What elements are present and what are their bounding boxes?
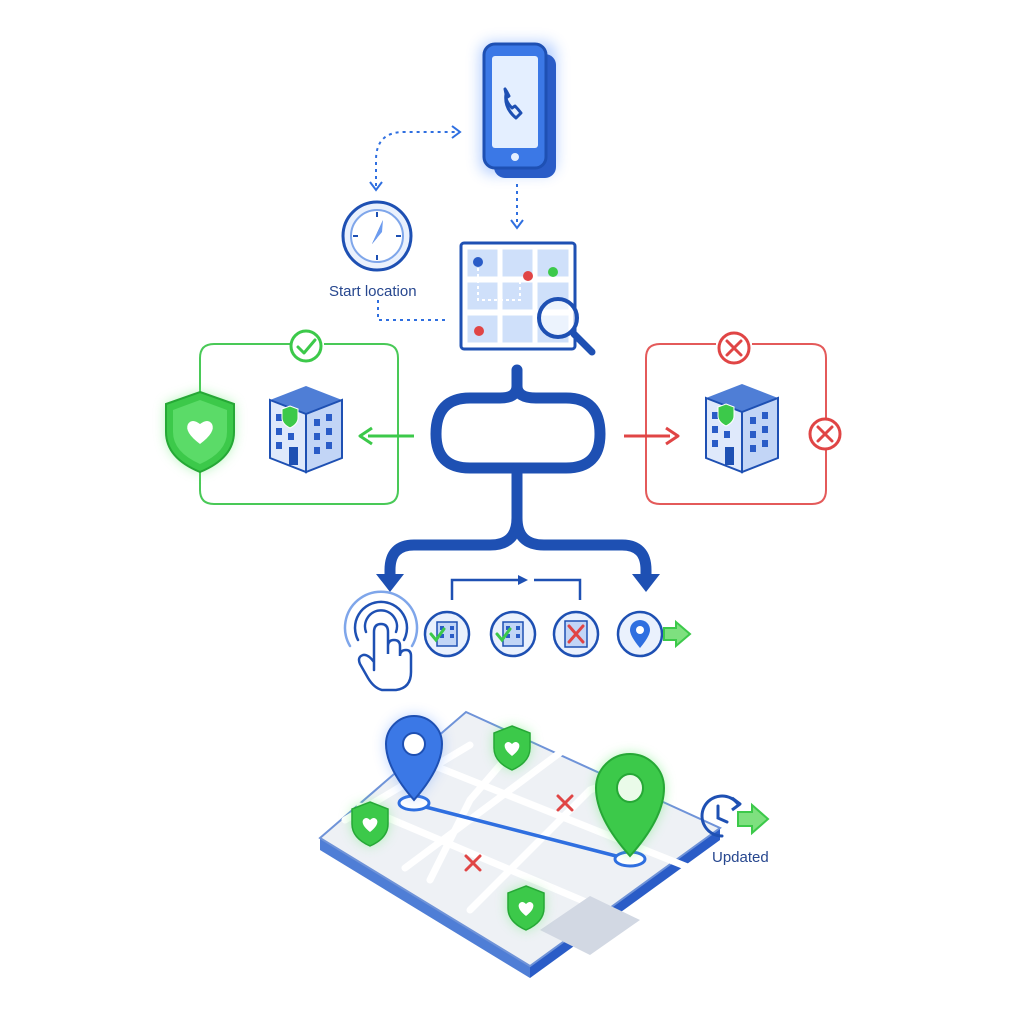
building-icon: [269, 386, 343, 474]
touch-hand-icon: [343, 590, 419, 692]
decision-path: [384, 364, 652, 586]
destination-pin-icon: [594, 753, 666, 868]
arrow-head-icon: [632, 574, 660, 592]
arrow-head-icon: [451, 125, 462, 139]
accepted-panel: [165, 329, 414, 505]
arrow-head-icon: [518, 575, 528, 585]
shield-heart-icon: [493, 725, 531, 771]
bracket-connector: [534, 578, 582, 600]
route-line: [413, 802, 625, 860]
building-icon: [705, 384, 779, 474]
dotted-connector: [375, 131, 458, 186]
arrow-head-icon: [376, 574, 404, 592]
bracket-connector: [450, 578, 522, 600]
x-circle-icon: [717, 331, 751, 365]
shield-heart-icon: [165, 390, 235, 474]
start-location-label: Start location: [329, 283, 417, 300]
step-building-accepted-2: [489, 610, 537, 658]
smartphone-icon: [480, 42, 556, 178]
clock-refresh-icon: [700, 794, 770, 838]
x-circle-icon: [808, 417, 842, 451]
check-circle-icon: [289, 329, 323, 363]
arrow-head-icon: [358, 426, 373, 446]
step-location-forward: [616, 610, 692, 658]
compass-icon: [341, 200, 413, 272]
arrow-head-icon: [665, 426, 680, 446]
start-pin-icon: [384, 715, 444, 812]
blocked-x-icon: [464, 854, 482, 872]
step-building-accepted-1: [423, 610, 471, 658]
dotted-connector: [377, 300, 446, 321]
magnifier-icon: [537, 297, 596, 356]
shield-heart-icon: [507, 885, 545, 931]
updated-label: Updated: [712, 849, 769, 866]
step-building-rejected: [552, 610, 600, 658]
shield-heart-icon: [351, 801, 389, 847]
arrow-head-icon: [510, 219, 524, 230]
arrow-head-icon: [369, 181, 383, 192]
blocked-x-icon: [556, 794, 574, 812]
rejected-panel: [624, 331, 842, 505]
